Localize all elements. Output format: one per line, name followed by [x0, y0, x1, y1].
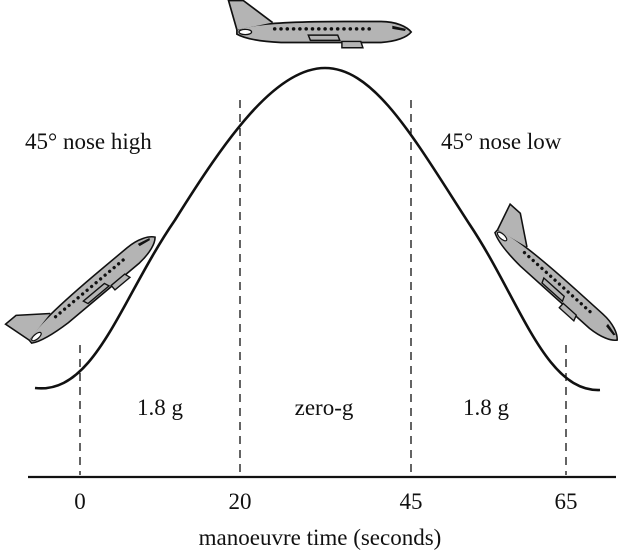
airplane-icon: [227, 0, 413, 49]
phase-label-pull-out: 1.8 g: [463, 395, 510, 420]
airplane-icon: [4, 213, 166, 359]
phase-label-pull-up: 1.8 g: [137, 395, 184, 420]
axis-title: manoeuvre time (seconds): [199, 525, 442, 550]
tick-label-0: 0: [74, 489, 86, 514]
phase-label-zero-g: zero-g: [295, 395, 354, 420]
tick-label-65: 65: [555, 489, 578, 514]
airplane-icon: [479, 203, 629, 352]
nose-low-label: 45° nose low: [441, 129, 562, 154]
flight-trajectory-curve: [34, 66, 601, 392]
nose-high-label: 45° nose high: [25, 129, 152, 154]
tick-label-45: 45: [400, 489, 423, 514]
tick-label-20: 20: [229, 489, 252, 514]
